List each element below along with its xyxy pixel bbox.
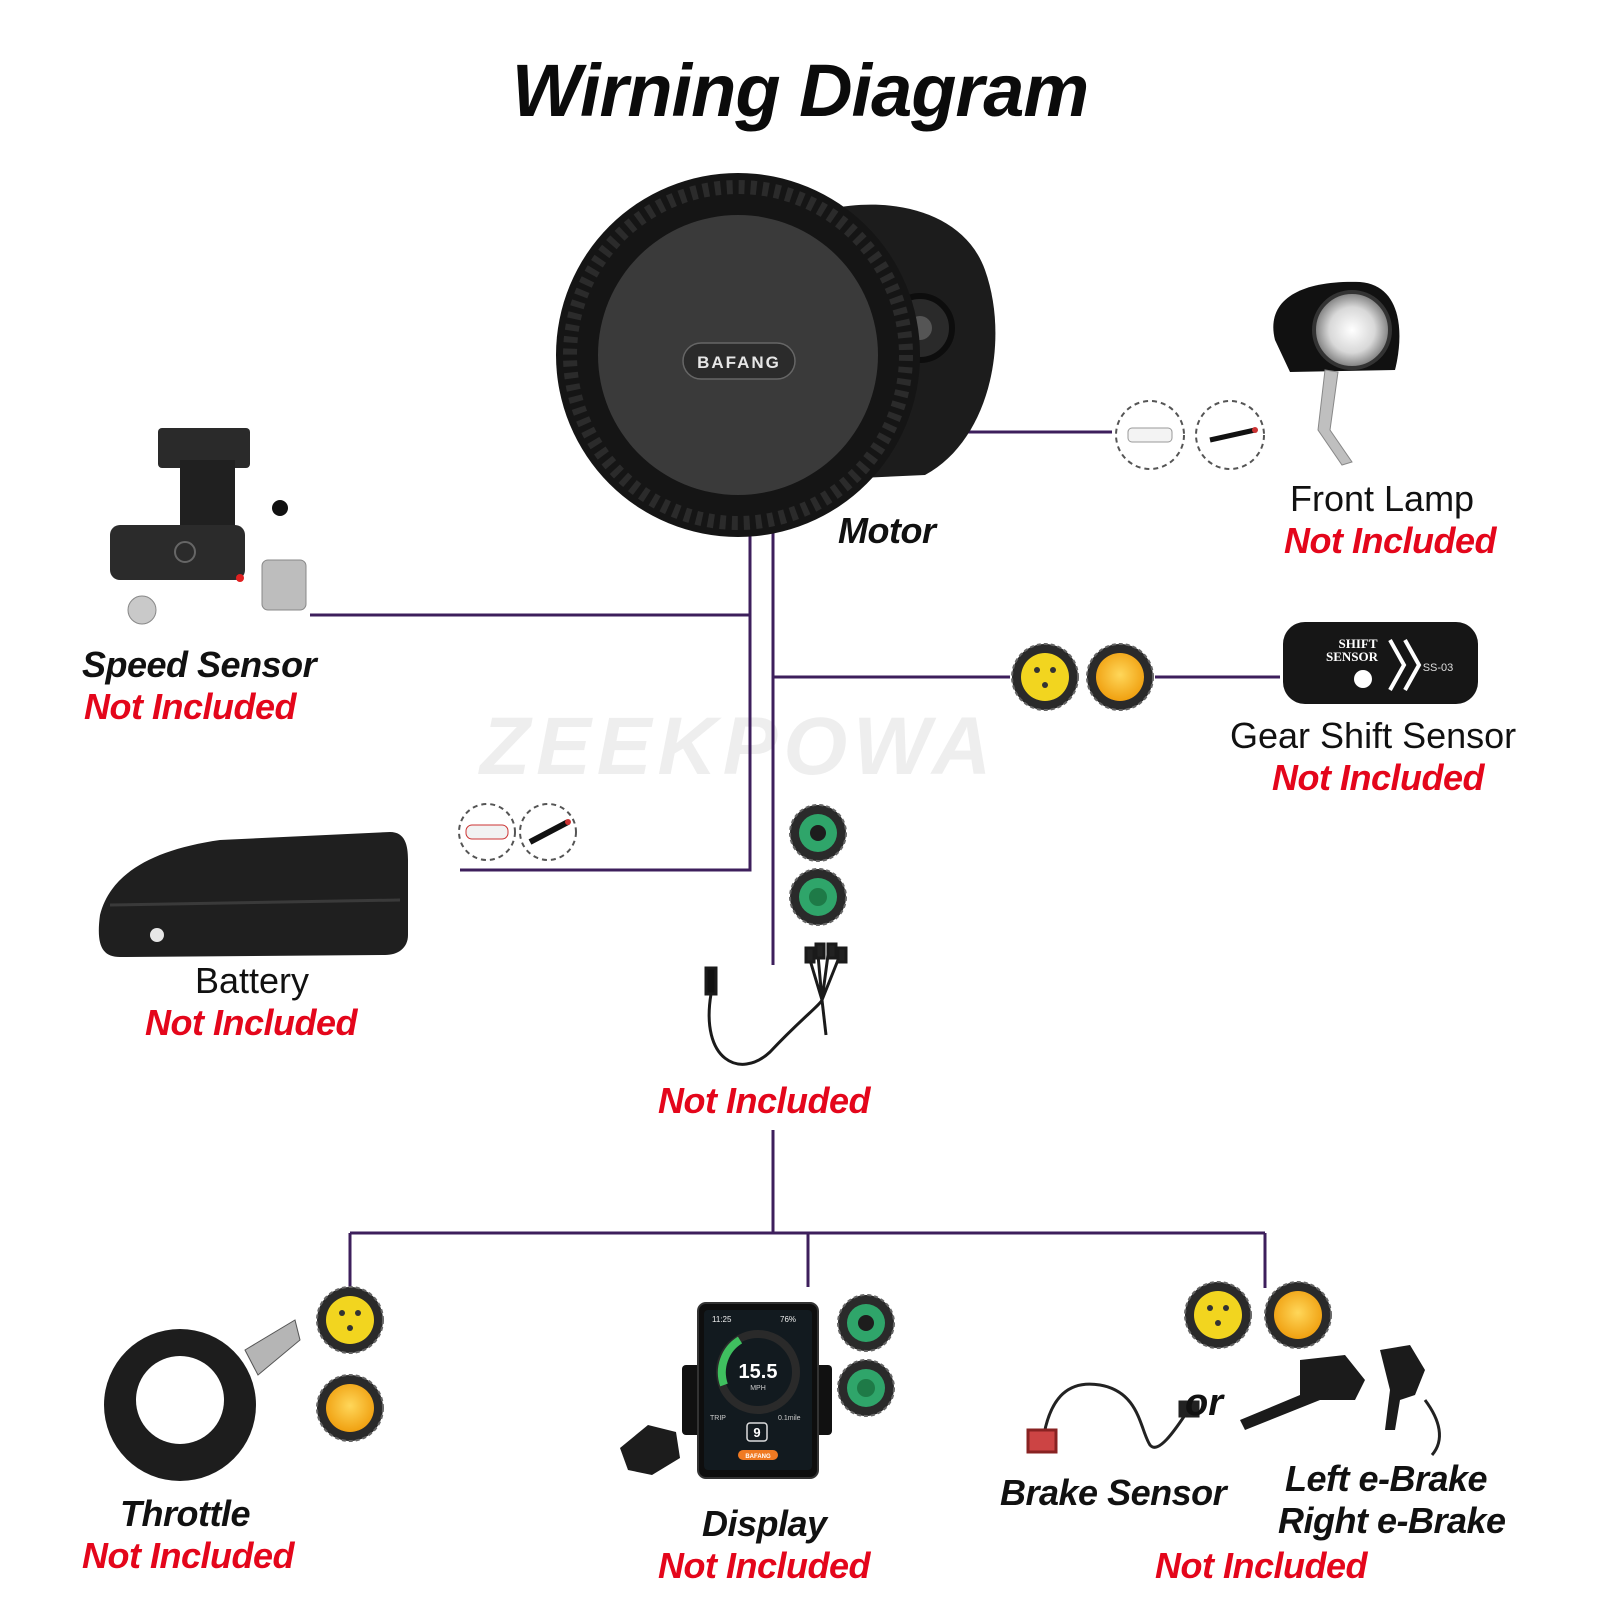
brand-watermark: ZEEKPOWA — [480, 701, 998, 792]
display-trip-label: TRIP — [710, 1415, 726, 1422]
cable-status: Not Included — [658, 1080, 871, 1121]
speed-sensor-label: Speed Sensor — [82, 644, 317, 685]
display-status: Not Included — [658, 1545, 871, 1586]
throttle-label: Throttle — [120, 1493, 250, 1534]
motor-label: Motor — [838, 510, 936, 551]
brake-sensor-label: Brake Sensor — [1000, 1472, 1227, 1513]
battery-status: Not Included — [145, 1002, 358, 1043]
cable-connectors — [789, 804, 847, 926]
speed-sensor-illustration — [110, 428, 307, 625]
ebrake-illustration — [1240, 1345, 1441, 1456]
brake-connectors — [1184, 1281, 1332, 1349]
battery-illustration — [98, 832, 408, 957]
shift-sensor-text-1: SHIFT — [1338, 636, 1377, 651]
front-lamp-label: Front Lamp — [1290, 478, 1475, 519]
display-level: 9 — [753, 1425, 760, 1440]
battery-connectors — [458, 803, 577, 861]
throttle-connectors — [316, 1286, 384, 1442]
display-battery: 76% — [780, 1315, 796, 1324]
display-brand: BAFANG — [745, 1454, 771, 1460]
lamp-connectors — [1115, 400, 1265, 470]
shift-sensor-model: SS-03 — [1423, 662, 1454, 674]
motor-illustration: BAFANG — [556, 173, 996, 537]
gear-shift-sensor-label: Gear Shift Sensor — [1230, 715, 1517, 756]
display-trip-value: 0.1mile — [778, 1415, 801, 1422]
throttle-status: Not Included — [82, 1535, 295, 1576]
battery-label: Battery — [195, 960, 310, 1001]
brake-sensor-illustration — [1026, 1382, 1200, 1454]
display-device: 11:25 76% 15.5 MPH TRIP 0.1mile 9 BAFANG — [620, 1302, 832, 1479]
gear-shift-sensor-status: Not Included — [1272, 757, 1485, 798]
shift-sensor-text-2: SENSOR — [1326, 649, 1379, 664]
wire-main-trunk-left — [460, 490, 752, 872]
wire-lines — [310, 430, 1280, 1290]
front-lamp-status: Not Included — [1284, 520, 1497, 561]
diagram-title: Wirning Diagram — [511, 49, 1089, 132]
motor-brand-text: BAFANG — [697, 353, 781, 372]
display-time: 11:25 — [712, 1315, 732, 1324]
throttle-illustration — [104, 1319, 301, 1481]
brake-status: Not Included — [1155, 1545, 1368, 1586]
gear-shift-connectors — [1011, 643, 1154, 711]
display-speed: 15.5 — [739, 1361, 778, 1383]
gear-shift-sensor-device: SHIFT SENSOR SS-03 — [1283, 622, 1478, 704]
front-lamp-illustration — [1273, 281, 1400, 466]
display-label: Display — [702, 1503, 827, 1544]
ebus-cable-illustration — [704, 942, 848, 1066]
display-connectors — [837, 1294, 895, 1417]
ebrake-right-label: Right e-Brake — [1278, 1500, 1506, 1541]
brake-or-text: or — [1185, 1382, 1223, 1424]
ebrake-left-label: Left e-Brake — [1285, 1458, 1488, 1499]
display-unit: MPH — [750, 1385, 766, 1392]
speed-sensor-status: Not Included — [84, 686, 297, 727]
